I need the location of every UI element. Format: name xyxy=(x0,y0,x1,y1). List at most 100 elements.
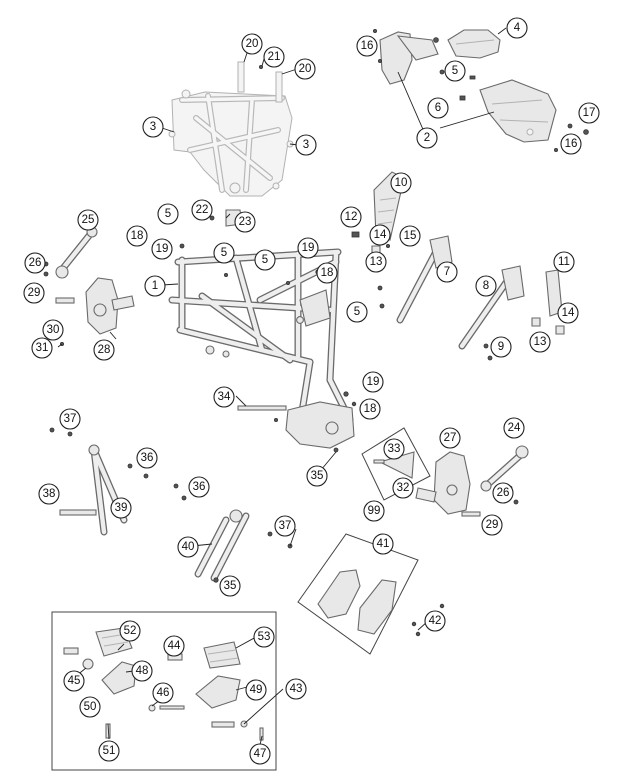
centre-linkage xyxy=(173,483,293,583)
callout-circle xyxy=(63,670,85,692)
callout-circle xyxy=(362,371,384,393)
callout-circle xyxy=(392,477,414,499)
callout-14: 14 xyxy=(557,302,579,324)
callout-36: 36 xyxy=(188,476,210,498)
callout-35: 35 xyxy=(219,575,241,597)
callout-21: 21 xyxy=(263,46,285,68)
callout-circle xyxy=(24,252,46,274)
callout-40: 40 xyxy=(177,536,199,558)
callout-37: 37 xyxy=(59,408,81,430)
callout-number: 52 xyxy=(124,625,137,637)
callout-number: 20 xyxy=(246,38,259,50)
callout-number: 14 xyxy=(562,307,575,319)
callout-circle xyxy=(191,199,213,221)
callout-circle xyxy=(490,336,512,358)
callout-45: 45 xyxy=(63,670,85,692)
callout-35: 35 xyxy=(306,465,328,487)
callout-circle xyxy=(557,302,579,324)
callout-circle xyxy=(213,386,235,408)
callout-number: 34 xyxy=(218,391,231,403)
callout-number: 42 xyxy=(429,615,442,627)
callout-26: 26 xyxy=(24,252,46,274)
callout-50: 50 xyxy=(79,696,101,718)
callout-number: 32 xyxy=(397,482,410,494)
callout-number: 12 xyxy=(345,211,358,223)
callout-19: 19 xyxy=(297,237,319,259)
callout-9: 9 xyxy=(490,336,512,358)
callout-13: 13 xyxy=(365,251,387,273)
callout-circle xyxy=(529,331,551,353)
callout-number: 38 xyxy=(43,488,56,500)
callout-circle xyxy=(356,35,378,57)
callout-31: 31 xyxy=(31,337,53,359)
callout-number: 18 xyxy=(321,267,334,279)
callout-number: 5 xyxy=(262,254,268,266)
callout-number: 19 xyxy=(156,243,169,255)
callout-circle xyxy=(234,211,256,233)
callout-43: 43 xyxy=(285,678,307,700)
callout-circle xyxy=(142,116,164,138)
callout-circle xyxy=(369,224,391,246)
callout-circle xyxy=(144,275,166,297)
callout-number: 23 xyxy=(239,216,252,228)
callout-number: 49 xyxy=(250,684,263,696)
callout-20: 20 xyxy=(241,33,263,55)
callout-circle xyxy=(152,682,174,704)
callout-18: 18 xyxy=(316,262,338,284)
callout-number: 1 xyxy=(152,280,158,292)
callout-circle xyxy=(23,282,45,304)
callout-48: 48 xyxy=(131,660,153,682)
group-box-41 xyxy=(297,533,445,655)
callout-5: 5 xyxy=(346,301,368,323)
callout-number: 44 xyxy=(168,640,181,652)
callout-circle xyxy=(98,740,120,762)
callout-circle xyxy=(372,533,394,555)
callout-number: 4 xyxy=(514,22,521,34)
callout-23: 23 xyxy=(234,211,256,233)
callout-circle xyxy=(553,251,575,273)
callout-circle xyxy=(31,337,53,359)
callout-circle xyxy=(340,206,362,228)
callout-circle xyxy=(492,482,514,504)
callout-number: 39 xyxy=(115,502,128,514)
callout-number: 5 xyxy=(165,208,171,220)
callout-circle xyxy=(503,417,525,439)
callout-circle xyxy=(79,696,101,718)
group-box-99 xyxy=(361,427,431,501)
callout-number: 26 xyxy=(29,257,42,269)
callout-circle xyxy=(294,58,316,80)
callout-12: 12 xyxy=(340,206,362,228)
callout-7: 7 xyxy=(436,261,458,283)
callout-19: 19 xyxy=(362,371,384,393)
callout-circle xyxy=(285,678,307,700)
callout-number: 3 xyxy=(150,121,156,133)
rear-stays xyxy=(351,171,565,361)
right-peg-bracket xyxy=(415,445,529,517)
callout-circle xyxy=(263,46,285,68)
callout-circle xyxy=(77,209,99,231)
callout-circle xyxy=(444,60,466,82)
callout-circle xyxy=(578,102,600,124)
callout-number: 31 xyxy=(36,342,49,354)
callout-circle xyxy=(390,172,412,194)
callout-circle xyxy=(254,249,276,271)
callout-circle xyxy=(136,447,158,469)
callout-1: 1 xyxy=(144,275,166,297)
callout-circle xyxy=(245,679,267,701)
callout-circle xyxy=(93,339,115,361)
callout-4: 4 xyxy=(506,17,528,39)
callout-17: 17 xyxy=(578,102,600,124)
callout-36: 36 xyxy=(136,447,158,469)
callout-number: 47 xyxy=(254,748,267,760)
callout-49: 49 xyxy=(245,679,267,701)
callout-number: 15 xyxy=(404,230,417,242)
callout-number: 99 xyxy=(368,505,381,517)
callout-22: 22 xyxy=(191,199,213,221)
callout-number: 25 xyxy=(82,214,95,226)
callout-number: 26 xyxy=(497,487,510,499)
callout-circle xyxy=(110,497,132,519)
callout-circle xyxy=(297,237,319,259)
callout-number: 24 xyxy=(508,422,521,434)
callout-number: 5 xyxy=(221,247,227,259)
